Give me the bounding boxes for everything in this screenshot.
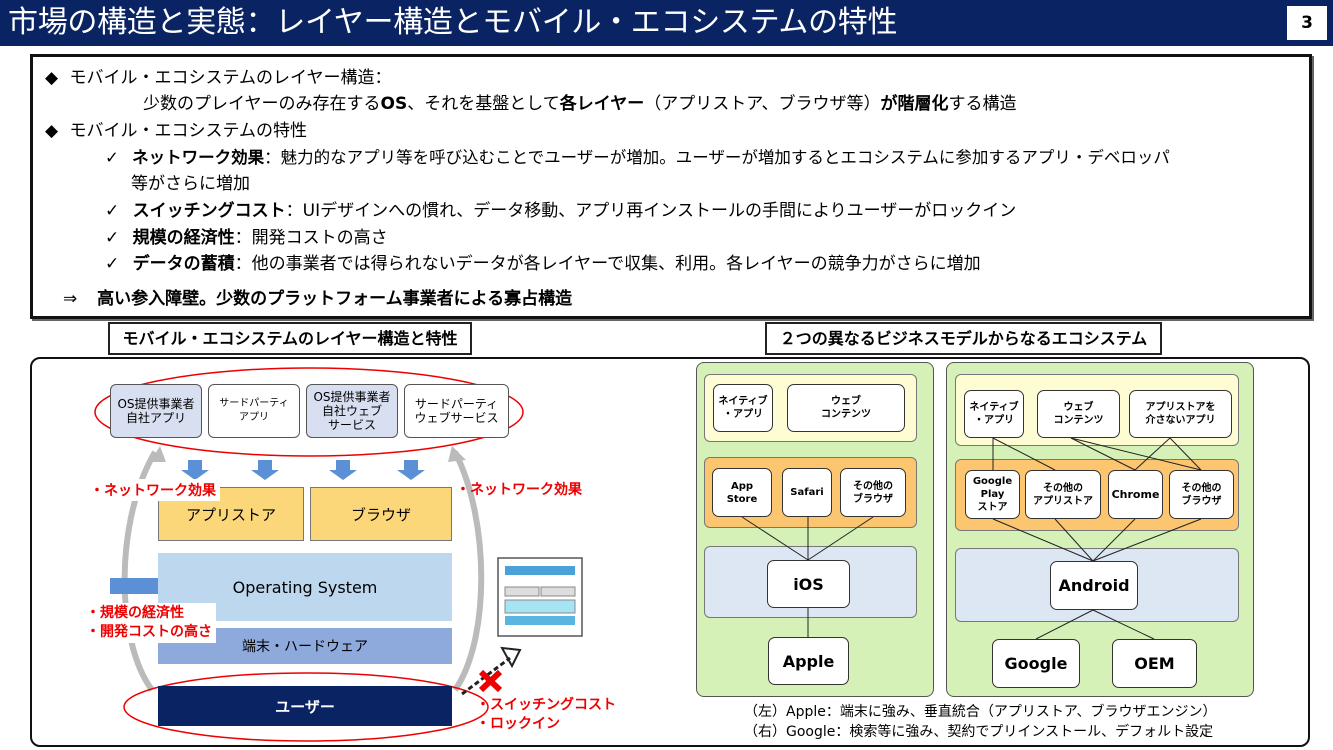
caption-apple: （左）Apple：端末に強み、垂直統合（アプリストア、ブラウザエンジン） (744, 704, 1217, 720)
os-own-app-box: OS提供事業者 自社アプリ (110, 384, 202, 438)
app-store-node: App Store (712, 468, 772, 517)
switch-arrowhead (500, 646, 522, 669)
layer-structure-detail: 少数のプレイヤーのみ存在するOS、それを基盤として各レイヤー（アプリストア、ブラ… (143, 94, 1017, 114)
diagram-frame (30, 357, 1310, 747)
browser-layer: ブラウザ (310, 487, 452, 541)
safari-node: Safari (782, 468, 832, 517)
diamond-bullet-icon: ◆ (45, 68, 59, 88)
switch-dashed-arrow (461, 656, 511, 696)
left-loop-arrowhead (150, 446, 166, 462)
check-icon: ✓ (105, 201, 120, 221)
google-native-app-node: ネイティブ ・アプリ (964, 390, 1024, 438)
check-icon: ✓ (105, 148, 119, 167)
check-icon: ✓ (105, 228, 120, 248)
diamond-bullet-icon: ◆ (45, 121, 59, 141)
google-web-content-node: ウェブ コンテンツ (1037, 390, 1120, 438)
check-data-accumulation: ✓ データの蓄積：他の事業者では得られないデータが各レイヤーで収集、利用。各レイ… (105, 254, 981, 274)
page-title: 市場の構造と実態：レイヤー構造とモバイル・エコシステムの特性 (8, 5, 898, 40)
right-loop-arrowhead (448, 446, 466, 462)
check-network-effect-cont: 等がさらに増加 (131, 174, 250, 194)
check-switching-cost: ✓ スイッチングコスト：UIデザインへの慣れ、データ移動、アプリ再インストールの… (105, 201, 1017, 221)
third-party-web-box: サードパーティ ウェブサービス (404, 384, 509, 438)
check-network-effect: ✓ ネットワーク効果：魅力的なアプリ等を呼び込むことでユーザーが増加。ユーザーが… (105, 148, 1170, 167)
oem-vendor-node: OEM (1112, 639, 1197, 688)
right-loop-arrow (452, 450, 485, 692)
android-node: Android (1050, 561, 1138, 610)
google-vendor-node: Google (992, 639, 1080, 688)
right-section-label: ２つの異なるビジネスモデルからなるエコシステム (765, 322, 1162, 355)
check-economies-of-scale: ✓ 規模の経済性：開発コストの高さ (105, 228, 388, 248)
os-own-web-box: OS提供事業者 自社ウェブ サービス (306, 384, 398, 438)
check-icon: ✓ (105, 254, 120, 274)
summary-box: ◆ モバイル・エコシステムのレイヤー構造： 少数のプレイヤーのみ存在するOS、そ… (30, 54, 1312, 319)
ios-node: iOS (767, 560, 850, 608)
bullet-characteristics: ◆ モバイル・エコシステムの特性 (45, 121, 307, 141)
network-effect-label-left: ・ネットワーク効果 (86, 479, 220, 501)
down-arrows (181, 460, 425, 480)
apple-web-content-node: ウェブ コンテンツ (787, 384, 905, 432)
apple-vendor-node: Apple (768, 637, 849, 685)
third-party-app-box: サードパーティ アプリ (208, 384, 300, 438)
other-app-store-node: その他の アプリストア (1025, 470, 1101, 519)
apple-other-browser-node: その他の ブラウザ (840, 468, 906, 517)
user-layer: ユーザー (158, 686, 452, 726)
google-other-browser-node: その他の ブラウザ (1169, 470, 1234, 519)
scale-labels: ・規模の経済性 ・開発コストの高さ (82, 603, 216, 643)
user-highlight-ellipse (123, 672, 489, 742)
caption-google: （右）Google：検索等に強み、契約でプリインストール、デフォルト設定 (744, 724, 1214, 740)
bullet-layer-structure: ◆ モバイル・エコシステムのレイヤー構造： (45, 68, 392, 88)
apple-native-app-node: ネイティブ ・アプリ (713, 384, 773, 432)
google-play-node: Google Play ストア (965, 470, 1020, 519)
implies-arrow-icon: ⇒ (63, 289, 78, 309)
network-effect-label-right: ・ネットワーク効果 (456, 482, 582, 498)
title-bar: 市場の構造と実態：レイヤー構造とモバイル・エコシステムの特性 3 (0, 0, 1333, 46)
chrome-node: Chrome (1108, 470, 1163, 519)
switching-labels: ・スイッチングコスト ・ロックイン (476, 697, 616, 732)
cross-mark-icon (478, 669, 503, 693)
left-section-label: モバイル・エコシステムのレイヤー構造と特性 (108, 322, 472, 355)
non-store-app-node: アプリストアを 介さないアプリ (1129, 390, 1232, 438)
page-number: 3 (1287, 6, 1327, 40)
services-highlight-ellipse (94, 367, 524, 457)
conclusion: ⇒ 高い参入障壁。少数のプラットフォーム事業者による寡占構造 (63, 289, 573, 309)
